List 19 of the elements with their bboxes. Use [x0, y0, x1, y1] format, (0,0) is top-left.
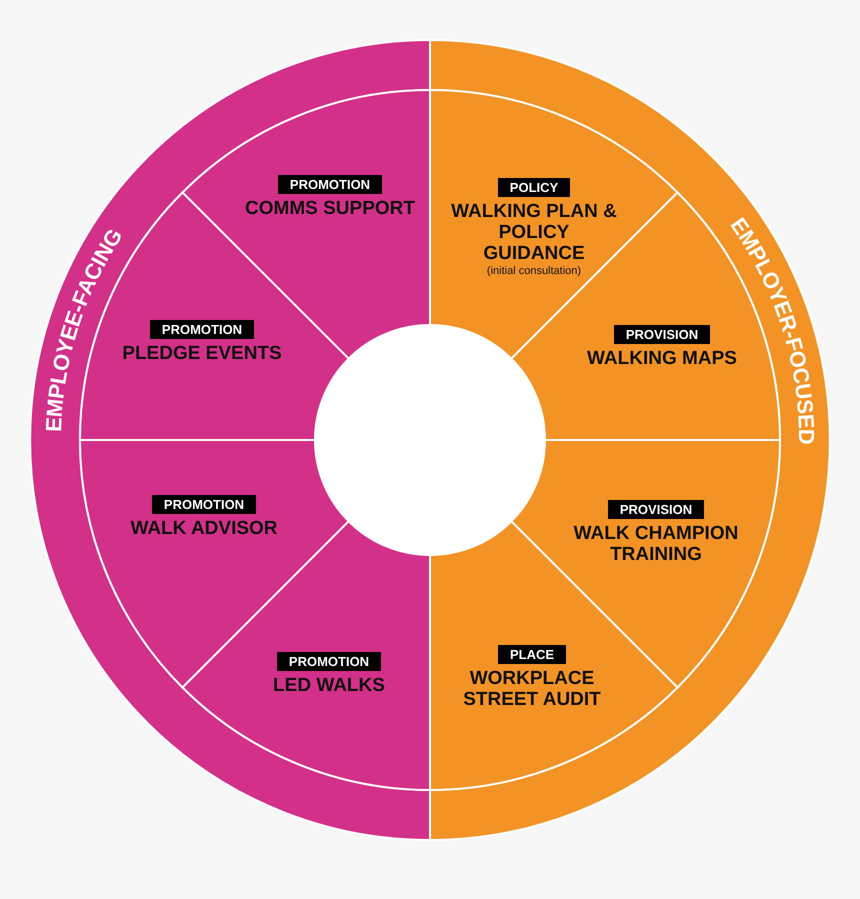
category-tag: PROMOTION	[276, 652, 382, 671]
segment-title: WALK CHAMPION TRAINING	[572, 523, 740, 565]
segment-title: WORKPLACE STREET AUDIT	[462, 668, 602, 710]
category-tag: POLICY	[498, 178, 570, 197]
category-tag: PROMOTION	[278, 175, 382, 194]
category-tag: PROVISION	[608, 500, 704, 519]
segment-title: WALK ADVISOR	[129, 518, 279, 539]
segment-note: (initial consultation)	[486, 265, 582, 277]
center-circle	[315, 325, 545, 555]
ring-half	[429, 39, 830, 841]
segment-title: PLEDGE EVENTS	[121, 343, 283, 364]
ring-half	[30, 39, 431, 841]
category-tag: PROVISION	[614, 325, 710, 344]
segment-title: COMMS SUPPORT	[244, 198, 416, 219]
category-tag: PROMOTION	[152, 495, 256, 514]
segment-title: LED WALKS	[272, 675, 386, 696]
segment-title: WALKING PLAN & POLICY GUIDANCE	[450, 201, 618, 264]
category-tag: PLACE	[498, 645, 566, 664]
category-tag: PROMOTION	[150, 320, 254, 339]
